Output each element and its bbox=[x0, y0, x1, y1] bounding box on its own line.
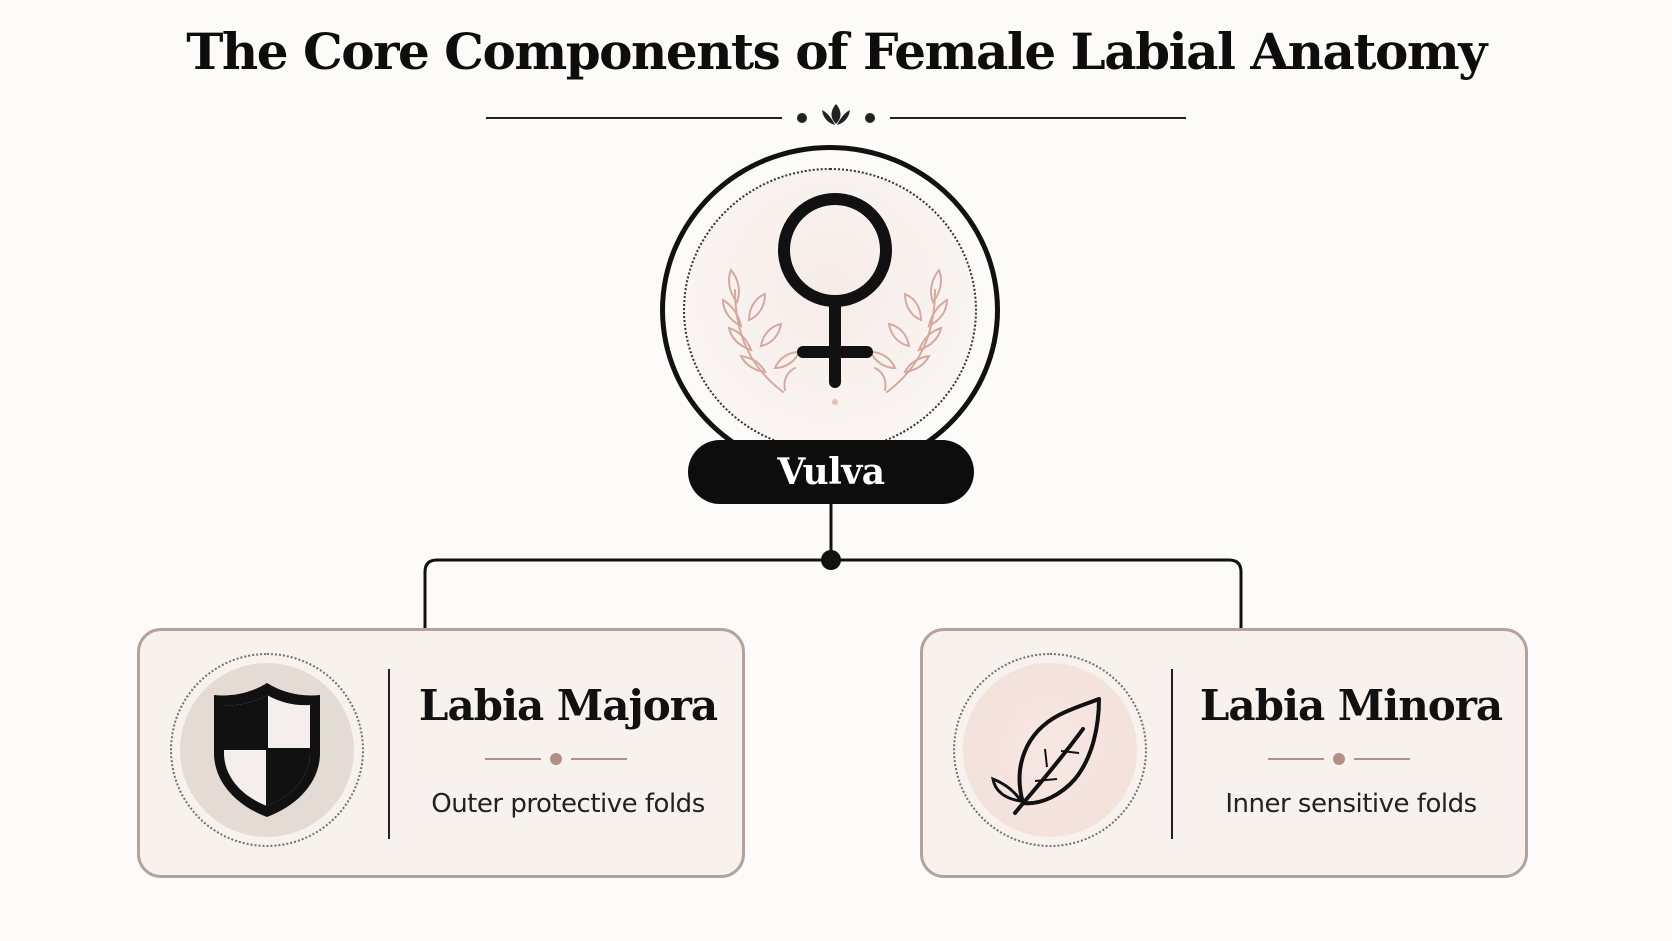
labia-minora-icon-badge bbox=[953, 653, 1147, 847]
labia-majora-ornament bbox=[485, 753, 627, 765]
labia-minora-description: Inner sensitive folds bbox=[1225, 789, 1477, 819]
labia-minora-heading: Labia Minora bbox=[1199, 681, 1503, 730]
labia-majora-divider bbox=[388, 669, 390, 839]
labia-minora-divider bbox=[1171, 669, 1173, 839]
labia-majora-description: Outer protective folds bbox=[431, 789, 705, 819]
connector-branch bbox=[423, 558, 1243, 628]
laurel-left-icon bbox=[721, 268, 801, 393]
vulva-illustration bbox=[721, 193, 949, 405]
venus-symbol-icon bbox=[778, 193, 892, 388]
ornament-dot-left bbox=[797, 113, 807, 123]
leaf-icon bbox=[991, 697, 1101, 815]
labia-minora-card: Labia Minora Inner sensitive folds bbox=[920, 628, 1528, 878]
ornament-dot-right bbox=[865, 113, 875, 123]
vulva-node-inner bbox=[683, 168, 977, 452]
labia-majora-icon-badge bbox=[170, 653, 364, 847]
labia-majora-card: Labia Majora Outer protective folds bbox=[137, 628, 745, 878]
vulva-node-circle bbox=[660, 145, 1000, 475]
accent-dot bbox=[832, 399, 838, 405]
title-ornament bbox=[486, 104, 1186, 125]
vulva-label: Vulva bbox=[688, 440, 974, 504]
page-title: The Core Components of Female Labial Ana… bbox=[186, 22, 1487, 81]
shield-icon bbox=[214, 683, 320, 817]
labia-minora-ornament bbox=[1268, 753, 1410, 765]
lotus-icon bbox=[822, 104, 850, 125]
connector-junction-dot bbox=[821, 550, 841, 570]
laurel-right-icon bbox=[869, 268, 949, 393]
labia-majora-heading: Labia Majora bbox=[418, 681, 718, 730]
